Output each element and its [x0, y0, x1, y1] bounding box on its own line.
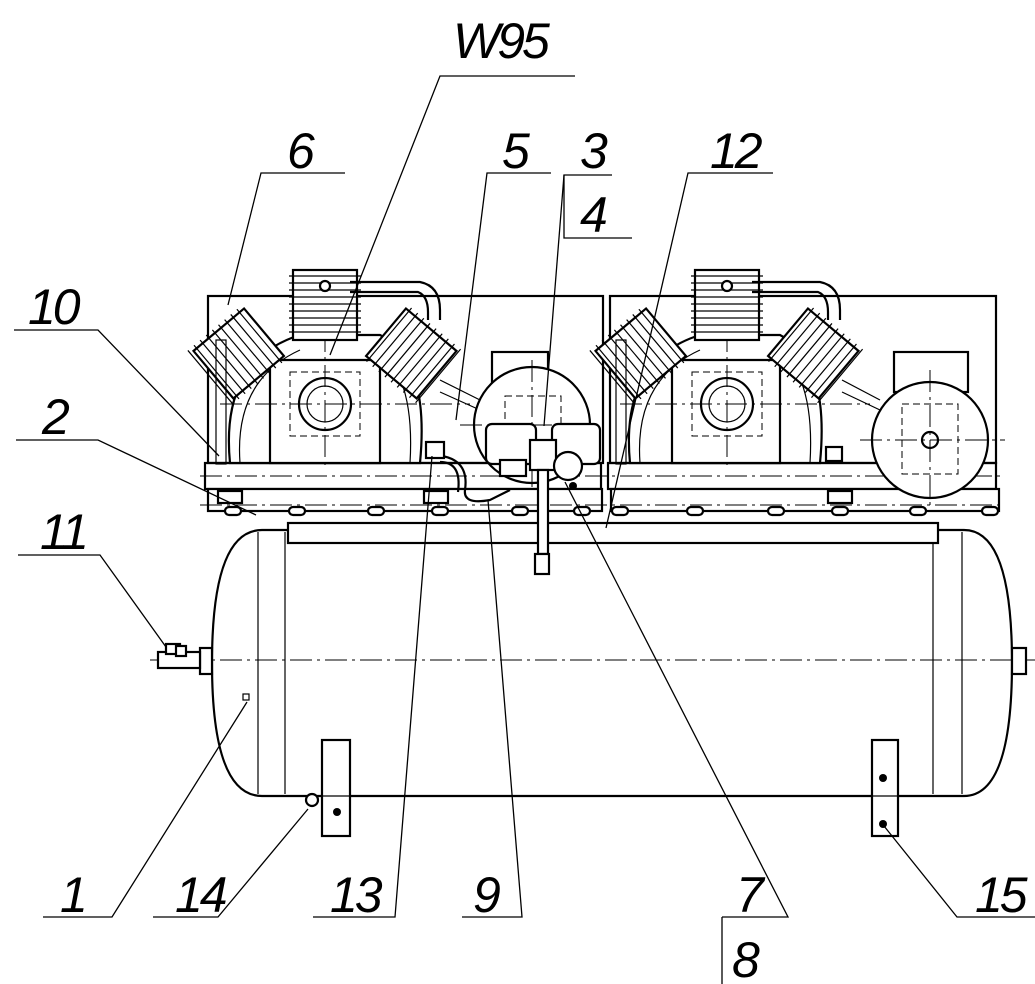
- callout-label-2: 2: [41, 389, 70, 445]
- callout-label-15: 15: [975, 867, 1028, 923]
- callout-label-14: 14: [175, 867, 226, 923]
- compressor-unit-left: [187, 268, 481, 470]
- title-code-label: W95: [453, 13, 550, 69]
- callout-label-4: 4: [580, 187, 606, 243]
- callout-label-3: 3: [580, 123, 608, 179]
- callout-label-8: 8: [732, 932, 760, 984]
- callout-label-6: 6: [287, 123, 315, 179]
- motor-right: [824, 350, 1005, 505]
- pressure-switch: [424, 422, 602, 576]
- callout-label-5: 5: [502, 123, 530, 179]
- receiver-tank: [150, 528, 1035, 798]
- callout-label-12: 12: [710, 123, 763, 179]
- callout-label-13: 13: [330, 867, 383, 923]
- callout-label-11: 11: [40, 504, 86, 560]
- callout-label-1: 1: [60, 867, 85, 923]
- callout-label-10: 10: [28, 279, 81, 335]
- compressor-unit-right: [589, 268, 881, 470]
- callout-label-9: 9: [473, 867, 500, 923]
- tank-feet: [304, 738, 900, 838]
- leader-lines: [14, 75, 1035, 984]
- callout-label-7: 7: [736, 867, 766, 923]
- drain-valve: [156, 642, 202, 670]
